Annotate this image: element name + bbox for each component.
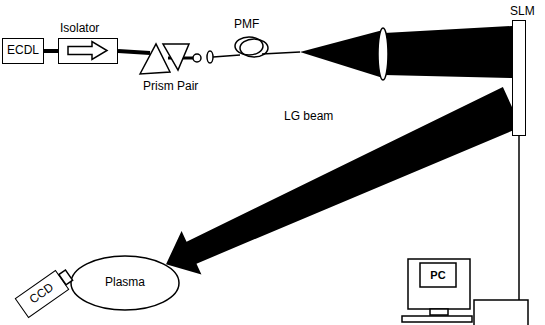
monitor: [408, 259, 470, 309]
node-label: Plasma: [70, 255, 180, 311]
diverging-beam: [300, 30, 383, 78]
part-label: LG beam: [284, 110, 333, 124]
laser-box: ECDL: [2, 38, 44, 64]
monitor-screen: [420, 263, 456, 287]
node-label: ECDL: [3, 39, 43, 63]
slm-panel: SLM: [512, 20, 526, 136]
node-label: SLM: [510, 5, 535, 19]
monitor-stand: [430, 309, 448, 315]
computer-drawing: [400, 258, 545, 325]
laser-beam: [118, 51, 150, 53]
ccd-camera: CCD: [15, 270, 70, 318]
ccd-lens-body: [58, 270, 72, 285]
node-label: CCD: [16, 271, 68, 317]
connector-line: [44, 49, 58, 53]
coupling-lens: [193, 54, 201, 62]
lens: [378, 28, 388, 80]
part-label: Prism Pair: [143, 80, 198, 94]
fiber-coupler: [207, 51, 213, 63]
pc-tower: [474, 300, 528, 325]
isolator-box: Isolator: [58, 38, 118, 64]
fiber-coil: [240, 39, 268, 57]
computer: PC: [400, 258, 545, 325]
plasma-ellipse-shape: [71, 256, 179, 310]
keyboard: [402, 316, 472, 322]
prism: [163, 44, 189, 70]
plasma-ellipse: Plasma: [70, 255, 180, 311]
isolator-symbol: [59, 39, 116, 62]
cable: [518, 258, 520, 300]
node-label: PC: [422, 264, 454, 286]
connector-line: [518, 136, 520, 258]
lg-beam-arrow: [166, 87, 521, 275]
collimated-beam: [384, 26, 512, 78]
isolator-arrow: [68, 42, 107, 60]
part-label: PMF: [234, 18, 259, 32]
node-label: Isolator: [60, 22, 99, 36]
